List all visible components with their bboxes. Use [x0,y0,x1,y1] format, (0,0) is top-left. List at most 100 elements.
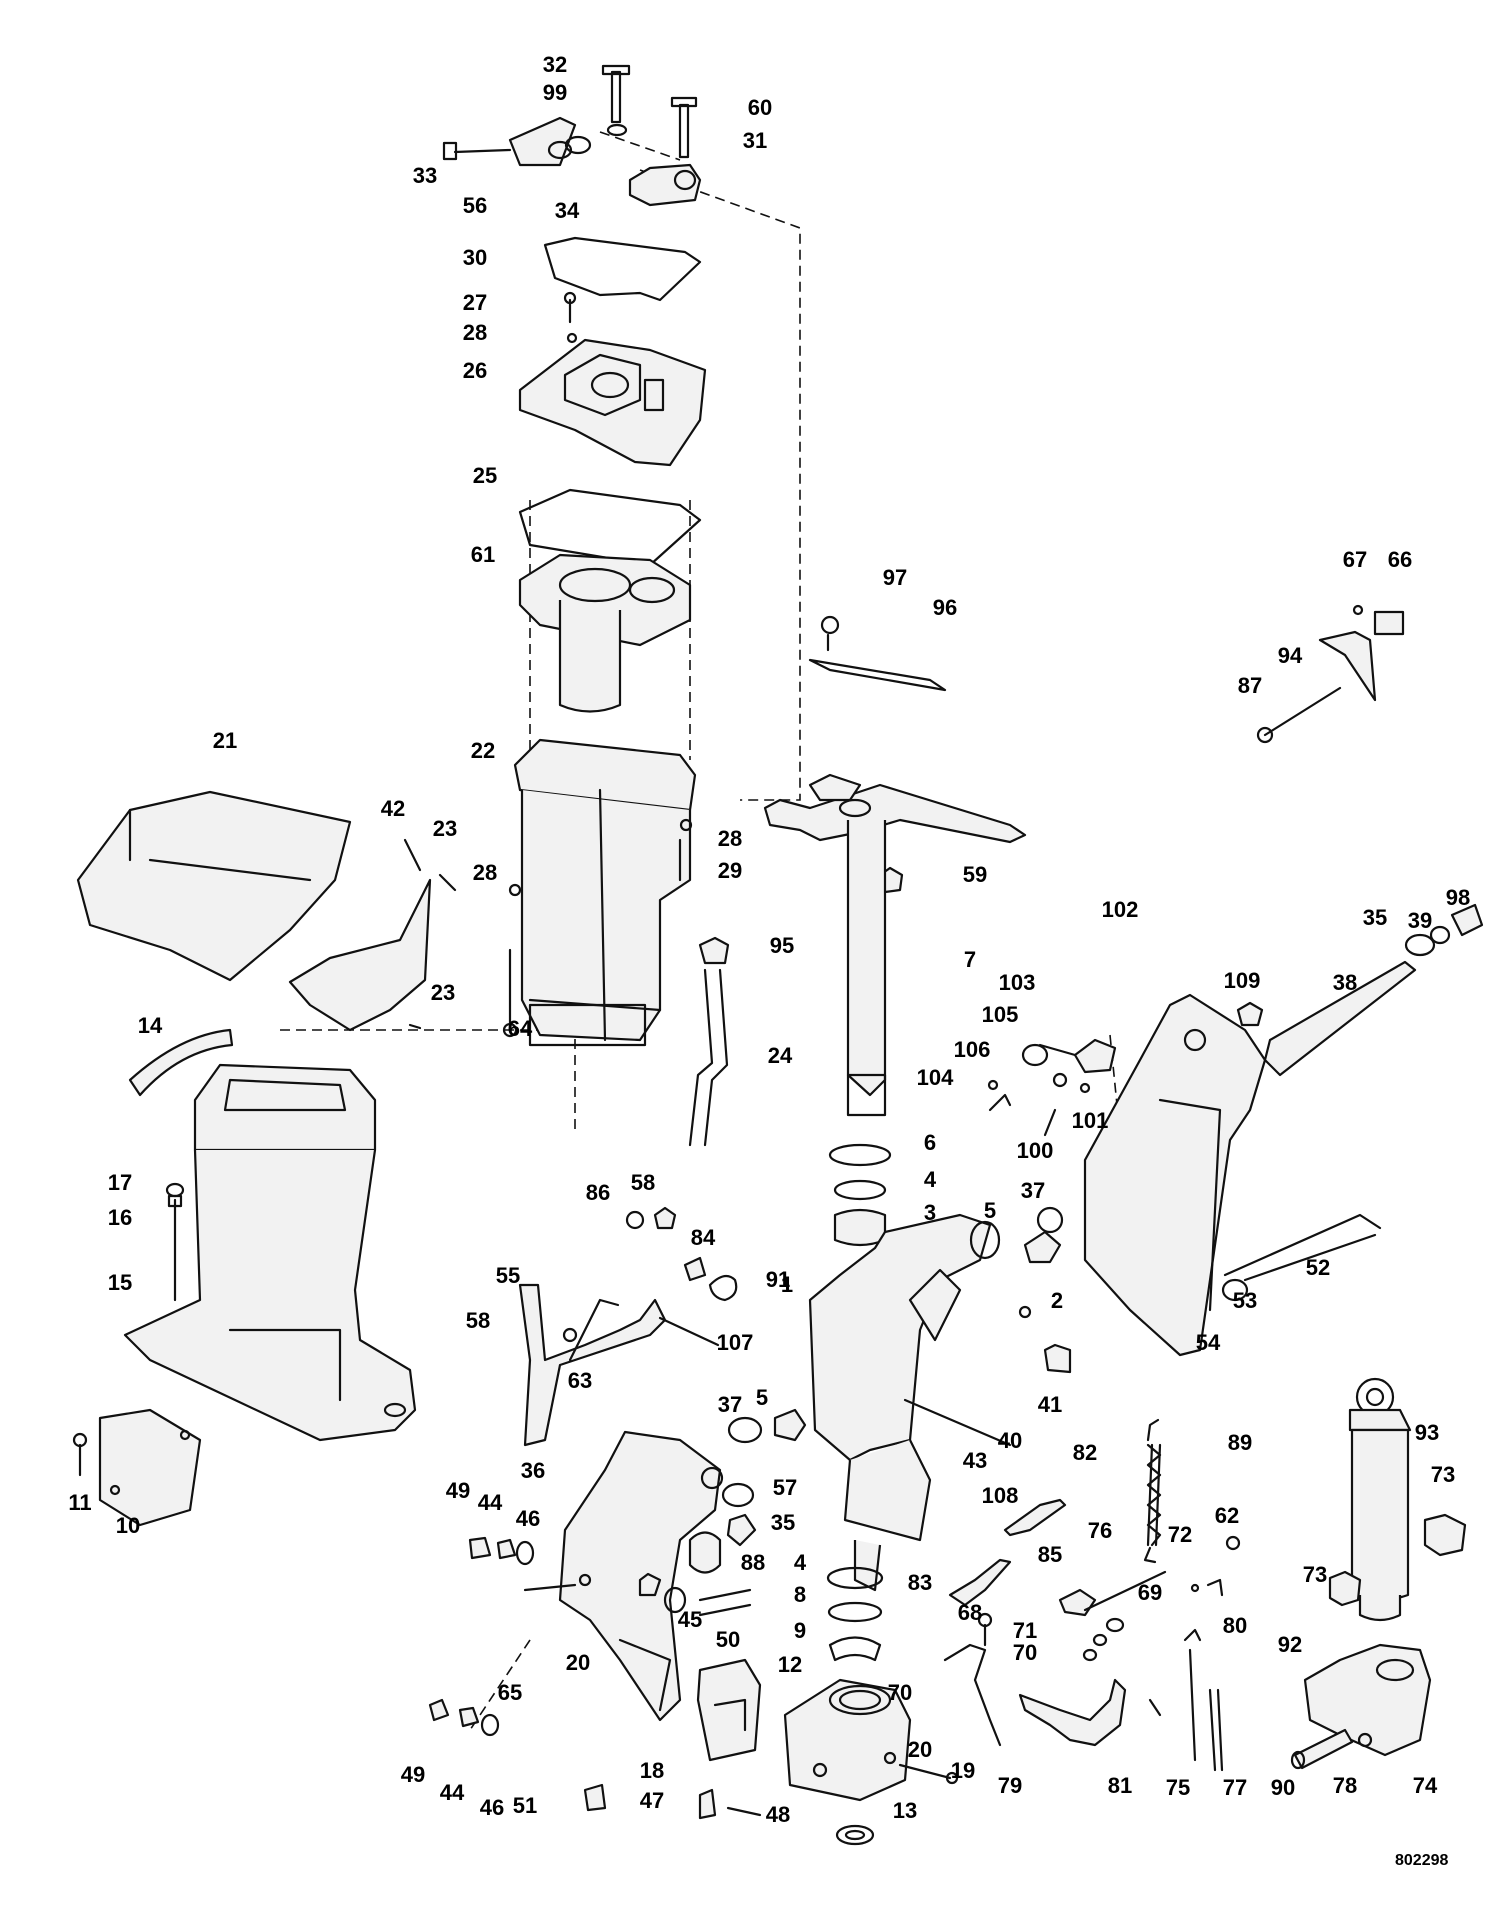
callout-29: 29 [718,858,742,883]
callout-5: 5 [984,1198,996,1223]
callout-20: 20 [566,1650,590,1675]
callout-65: 65 [498,1680,522,1705]
tilt-linkage [943,1498,1167,1747]
steering-shaft-bushings [828,1143,892,1247]
callout-75: 75 [1166,1775,1190,1800]
callout-44: 44 [478,1490,503,1515]
callout-89: 89 [1228,1430,1252,1455]
callout-108: 108 [982,1483,1019,1508]
callout-86: 86 [586,1180,610,1205]
callout-9: 9 [794,1618,806,1643]
callout-100: 100 [1017,1138,1054,1163]
callout-58: 58 [631,1170,655,1195]
ground-strap [808,615,947,692]
callout-87: 87 [1238,673,1262,698]
callout-27: 27 [463,290,487,315]
callout-24: 24 [768,1043,793,1068]
callout-19: 19 [951,1758,975,1783]
callout-62: 62 [1215,1503,1239,1528]
callout-49: 49 [401,1762,425,1787]
callout-98: 98 [1446,885,1470,910]
callout-54: 54 [1196,1330,1221,1355]
callout-35: 35 [1363,905,1387,930]
callout-28: 28 [473,860,497,885]
callout-66: 66 [1388,547,1412,572]
callout-78: 78 [1333,1773,1357,1798]
callout-107: 107 [717,1330,754,1355]
callout-28: 28 [718,826,742,851]
callout-82: 82 [1073,1440,1097,1465]
callout-99: 99 [543,80,567,105]
callout-91: 91 [766,1267,790,1292]
callout-17: 17 [108,1170,132,1195]
callout-15: 15 [108,1270,132,1295]
callout-51: 51 [513,1793,537,1818]
callout-68: 68 [958,1600,982,1625]
callout-58: 58 [466,1308,490,1333]
callout-40: 40 [998,1428,1022,1453]
callout-11: 11 [68,1490,91,1515]
callout-23: 23 [431,980,455,1005]
callout-23: 23 [433,816,457,841]
callout-34: 34 [555,198,580,223]
callout-77: 77 [1223,1775,1247,1800]
callout-104: 104 [917,1065,954,1090]
tilt-sender-parts [987,1038,1117,1137]
callout-5: 5 [756,1385,768,1410]
callout-79: 79 [998,1773,1022,1798]
callout-70: 70 [888,1680,912,1705]
callout-4: 4 [924,1167,937,1192]
callout-45: 45 [678,1607,702,1632]
callout-105: 105 [982,1002,1019,1027]
callout-32: 32 [543,52,567,77]
callout-56: 56 [463,193,487,218]
callout-83: 83 [908,1570,932,1595]
callout-69: 69 [1138,1580,1162,1605]
small-fasteners [502,291,730,1147]
swivel-lower-parts [583,1566,959,1846]
figure-reference-number: 802298 [1395,1852,1448,1869]
callout-21: 21 [213,728,237,753]
callout-10: 10 [116,1513,140,1538]
swivel-bracket [808,1206,1072,1592]
callout-37: 37 [1021,1178,1045,1203]
cover-plate [72,1182,202,1527]
callout-63: 63 [568,1368,592,1393]
callout-12: 12 [778,1652,802,1677]
callout-39: 39 [1408,908,1432,933]
callout-103: 103 [999,970,1036,995]
callout-38: 38 [1333,970,1357,995]
adapter-gasket [518,488,702,567]
callout-20: 20 [908,1737,932,1762]
callout-73: 73 [1303,1562,1327,1587]
exhaust-housing-cover [518,338,707,467]
callout-90: 90 [1271,1775,1295,1800]
callout-102: 102 [1102,897,1139,922]
callout-109: 109 [1224,968,1261,993]
stern-bracket-left [558,1430,724,1722]
callout-71: 71 [1013,1618,1037,1643]
callout-64: 64 [508,1016,533,1041]
callout-92: 92 [1278,1632,1302,1657]
callout-70: 70 [1013,1640,1037,1665]
callout-46: 46 [480,1795,504,1820]
callout-13: 13 [893,1798,917,1823]
callout-33: 33 [413,163,437,188]
lower-motor-cover [76,790,457,1032]
callout-106: 106 [954,1037,991,1062]
callout-94: 94 [1278,643,1303,668]
callout-85: 85 [1038,1542,1062,1567]
callout-95: 95 [770,933,794,958]
callout-81: 81 [1108,1773,1132,1798]
stern-clamp-screws [442,64,702,207]
callout-44: 44 [440,1780,465,1805]
callout-101: 101 [1072,1108,1109,1133]
callout-26: 26 [463,358,487,383]
callout-8: 8 [794,1582,806,1607]
tilt-pin-assembly [1256,604,1405,744]
callout-74: 74 [1413,1773,1438,1798]
callout-18: 18 [640,1758,664,1783]
callout-35: 35 [771,1510,795,1535]
callout-93: 93 [1415,1420,1439,1445]
